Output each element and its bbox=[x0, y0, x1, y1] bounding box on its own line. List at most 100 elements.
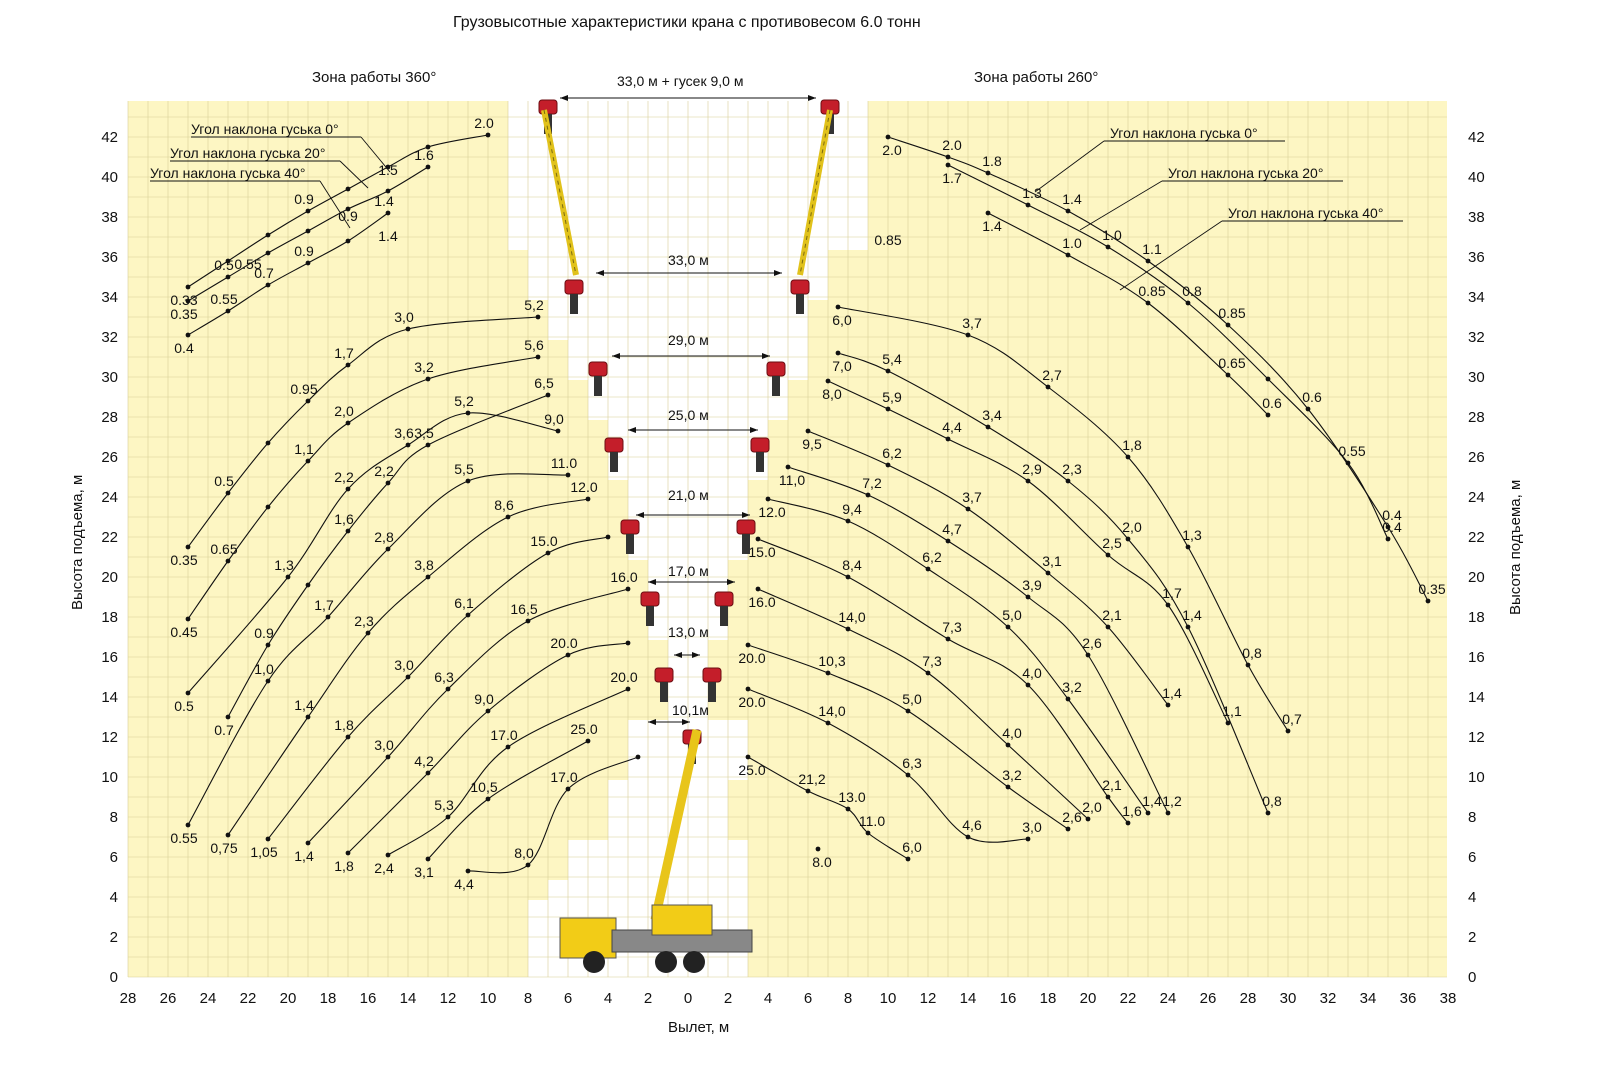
truck-wheel bbox=[583, 951, 605, 973]
data-label: 2.0 bbox=[474, 115, 494, 131]
y-tick-label-left: 28 bbox=[101, 409, 118, 426]
data-point bbox=[885, 134, 891, 140]
data-label: 7,2 bbox=[862, 475, 882, 491]
boom-head bbox=[610, 452, 618, 472]
data-point bbox=[1385, 524, 1391, 530]
y-tick-label-right: 30 bbox=[1468, 369, 1485, 386]
data-point bbox=[1185, 300, 1191, 306]
zone-label-right: Зона работы 260° bbox=[974, 69, 1098, 86]
data-label: 1.4 bbox=[374, 193, 394, 209]
data-point bbox=[625, 640, 631, 646]
data-label: 2,0 bbox=[1082, 799, 1102, 815]
data-point bbox=[755, 536, 761, 542]
data-point bbox=[1005, 624, 1011, 630]
data-point bbox=[265, 836, 271, 842]
y-tick-label-right: 14 bbox=[1468, 689, 1485, 706]
data-point bbox=[225, 274, 231, 280]
data-label: 0.9 bbox=[338, 208, 358, 224]
data-label: 0.5 bbox=[214, 473, 234, 489]
data-point bbox=[625, 586, 631, 592]
series-line-right bbox=[807, 430, 1169, 706]
data-point bbox=[185, 544, 191, 550]
data-label: 2,3 bbox=[354, 613, 374, 629]
x-tick-label: 10 bbox=[480, 990, 497, 1007]
jib-angle-legend-right: Угол наклона гуська 40° bbox=[1228, 205, 1383, 221]
data-point bbox=[945, 162, 951, 168]
data-label: 6,1 bbox=[454, 595, 474, 611]
data-label: 14,0 bbox=[838, 609, 865, 625]
data-point bbox=[945, 636, 951, 642]
arrow-head bbox=[612, 353, 620, 359]
data-point bbox=[885, 462, 891, 468]
data-point bbox=[485, 708, 491, 714]
data-label: 8,6 bbox=[494, 497, 514, 513]
data-label: 3,0 bbox=[394, 657, 414, 673]
x-tick-label: 24 bbox=[200, 990, 217, 1007]
x-tick-label: 26 bbox=[160, 990, 177, 1007]
telescopic-boom bbox=[650, 729, 702, 921]
y-tick-label-left: 10 bbox=[101, 769, 118, 786]
boom-head bbox=[772, 376, 780, 396]
data-point bbox=[1065, 826, 1071, 832]
data-point bbox=[265, 232, 271, 238]
data-label: 2,0 bbox=[334, 403, 354, 419]
data-point bbox=[845, 518, 851, 524]
data-label: 5,5 bbox=[454, 461, 474, 477]
y-tick-label-left: 36 bbox=[101, 249, 118, 266]
data-point bbox=[945, 538, 951, 544]
data-label: 1,6 bbox=[334, 511, 354, 527]
data-label: 0.55 bbox=[210, 291, 237, 307]
arrow-head bbox=[762, 353, 770, 359]
data-point bbox=[225, 714, 231, 720]
series-line-right bbox=[837, 352, 1269, 814]
y-tick-label-left: 20 bbox=[101, 569, 118, 586]
hook-block bbox=[750, 437, 770, 453]
data-point bbox=[905, 772, 911, 778]
data-point bbox=[565, 786, 571, 792]
data-label: 3,1 bbox=[1042, 553, 1062, 569]
x-tick-label: 16 bbox=[360, 990, 377, 1007]
data-label: 1.8 bbox=[982, 153, 1002, 169]
data-label: 0.85 bbox=[1138, 283, 1165, 299]
hook-block bbox=[620, 519, 640, 535]
data-point bbox=[585, 496, 591, 502]
data-point bbox=[265, 504, 271, 510]
data-point bbox=[1165, 810, 1171, 816]
y-tick-label-left: 6 bbox=[110, 849, 118, 866]
data-label: 6,3 bbox=[902, 755, 922, 771]
data-label: 3,0 bbox=[1022, 819, 1042, 835]
series-line-left bbox=[187, 473, 569, 826]
data-label: 3,0 bbox=[374, 737, 394, 753]
data-point bbox=[605, 534, 611, 540]
data-label: 6,2 bbox=[922, 549, 942, 565]
data-point bbox=[845, 626, 851, 632]
hook-block bbox=[714, 591, 734, 607]
data-point bbox=[825, 378, 831, 384]
data-label: 3,7 bbox=[962, 489, 982, 505]
x-tick-label: 22 bbox=[240, 990, 257, 1007]
data-point bbox=[545, 550, 551, 556]
data-label: 0.6 bbox=[1262, 395, 1282, 411]
data-point bbox=[385, 852, 391, 858]
data-label: 3,0 bbox=[394, 309, 414, 325]
y-tick-label-left: 14 bbox=[101, 689, 118, 706]
boom-length-label: 33,0 м bbox=[668, 252, 709, 268]
x-tick-label: 6 bbox=[804, 990, 812, 1007]
data-label: 1,1 bbox=[294, 441, 314, 457]
y-tick-label-right: 8 bbox=[1468, 809, 1476, 826]
boom-head bbox=[796, 294, 804, 314]
data-point bbox=[555, 428, 561, 434]
data-label: 7,3 bbox=[922, 653, 942, 669]
data-point bbox=[1245, 662, 1251, 668]
boom-length-label: 13,0 м bbox=[668, 624, 709, 640]
data-point bbox=[425, 144, 431, 150]
data-point bbox=[755, 586, 761, 592]
data-label: 2.0 bbox=[942, 137, 962, 153]
data-point bbox=[225, 558, 231, 564]
y-tick-label-left: 12 bbox=[101, 729, 118, 746]
data-point bbox=[745, 686, 751, 692]
y-tick-label-right: 10 bbox=[1468, 769, 1485, 786]
data-point bbox=[965, 834, 971, 840]
data-point bbox=[465, 410, 471, 416]
data-point bbox=[1145, 810, 1151, 816]
